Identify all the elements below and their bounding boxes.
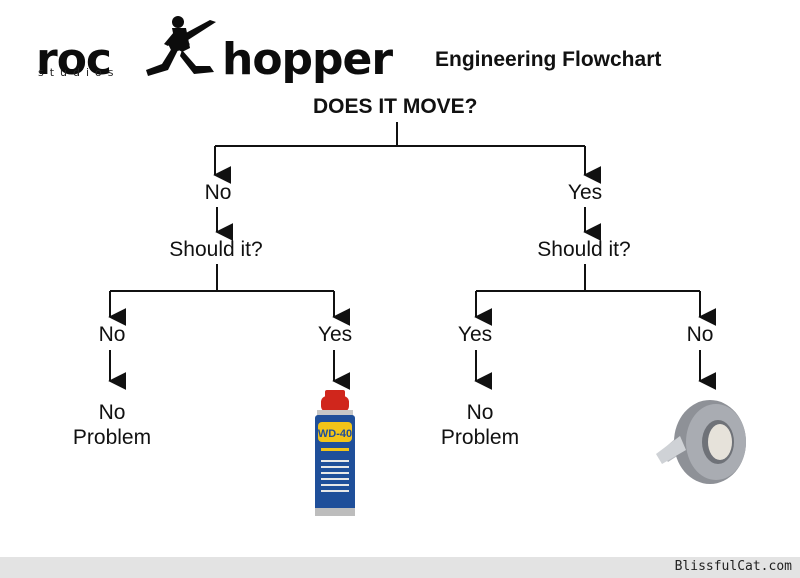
- chart-title: Engineering Flowchart: [435, 48, 662, 71]
- left-no-label: No: [98, 323, 126, 346]
- wd40-can-icon: WD-40: [315, 390, 355, 516]
- logo-subtitle: studios: [38, 66, 120, 79]
- flow-connectors: [108, 122, 717, 390]
- left-yes-label: Yes: [317, 323, 353, 346]
- right-yes-label: Yes: [457, 323, 493, 346]
- logo-right-text: hopper: [222, 34, 393, 85]
- right-yes-result: No Problem: [440, 401, 520, 450]
- root-question: DOES IT MOVE?: [313, 95, 478, 118]
- footer-watermark: BlissfulCat.com: [674, 559, 792, 574]
- right-question: Should it?: [537, 238, 631, 261]
- footer-bar: [0, 557, 800, 578]
- left-branch-label: No: [204, 181, 232, 204]
- left-question: Should it?: [169, 238, 263, 261]
- logo-left-text: roc: [36, 34, 112, 85]
- right-branch-label: Yes: [567, 181, 603, 204]
- right-no-label: No: [686, 323, 714, 346]
- guitarist-icon: [146, 16, 216, 76]
- left-no-result: No Problem: [72, 401, 152, 450]
- wd40-label: WD-40: [318, 428, 352, 440]
- logo: roc hopper studios: [36, 16, 406, 96]
- duct-tape-icon: [656, 400, 746, 484]
